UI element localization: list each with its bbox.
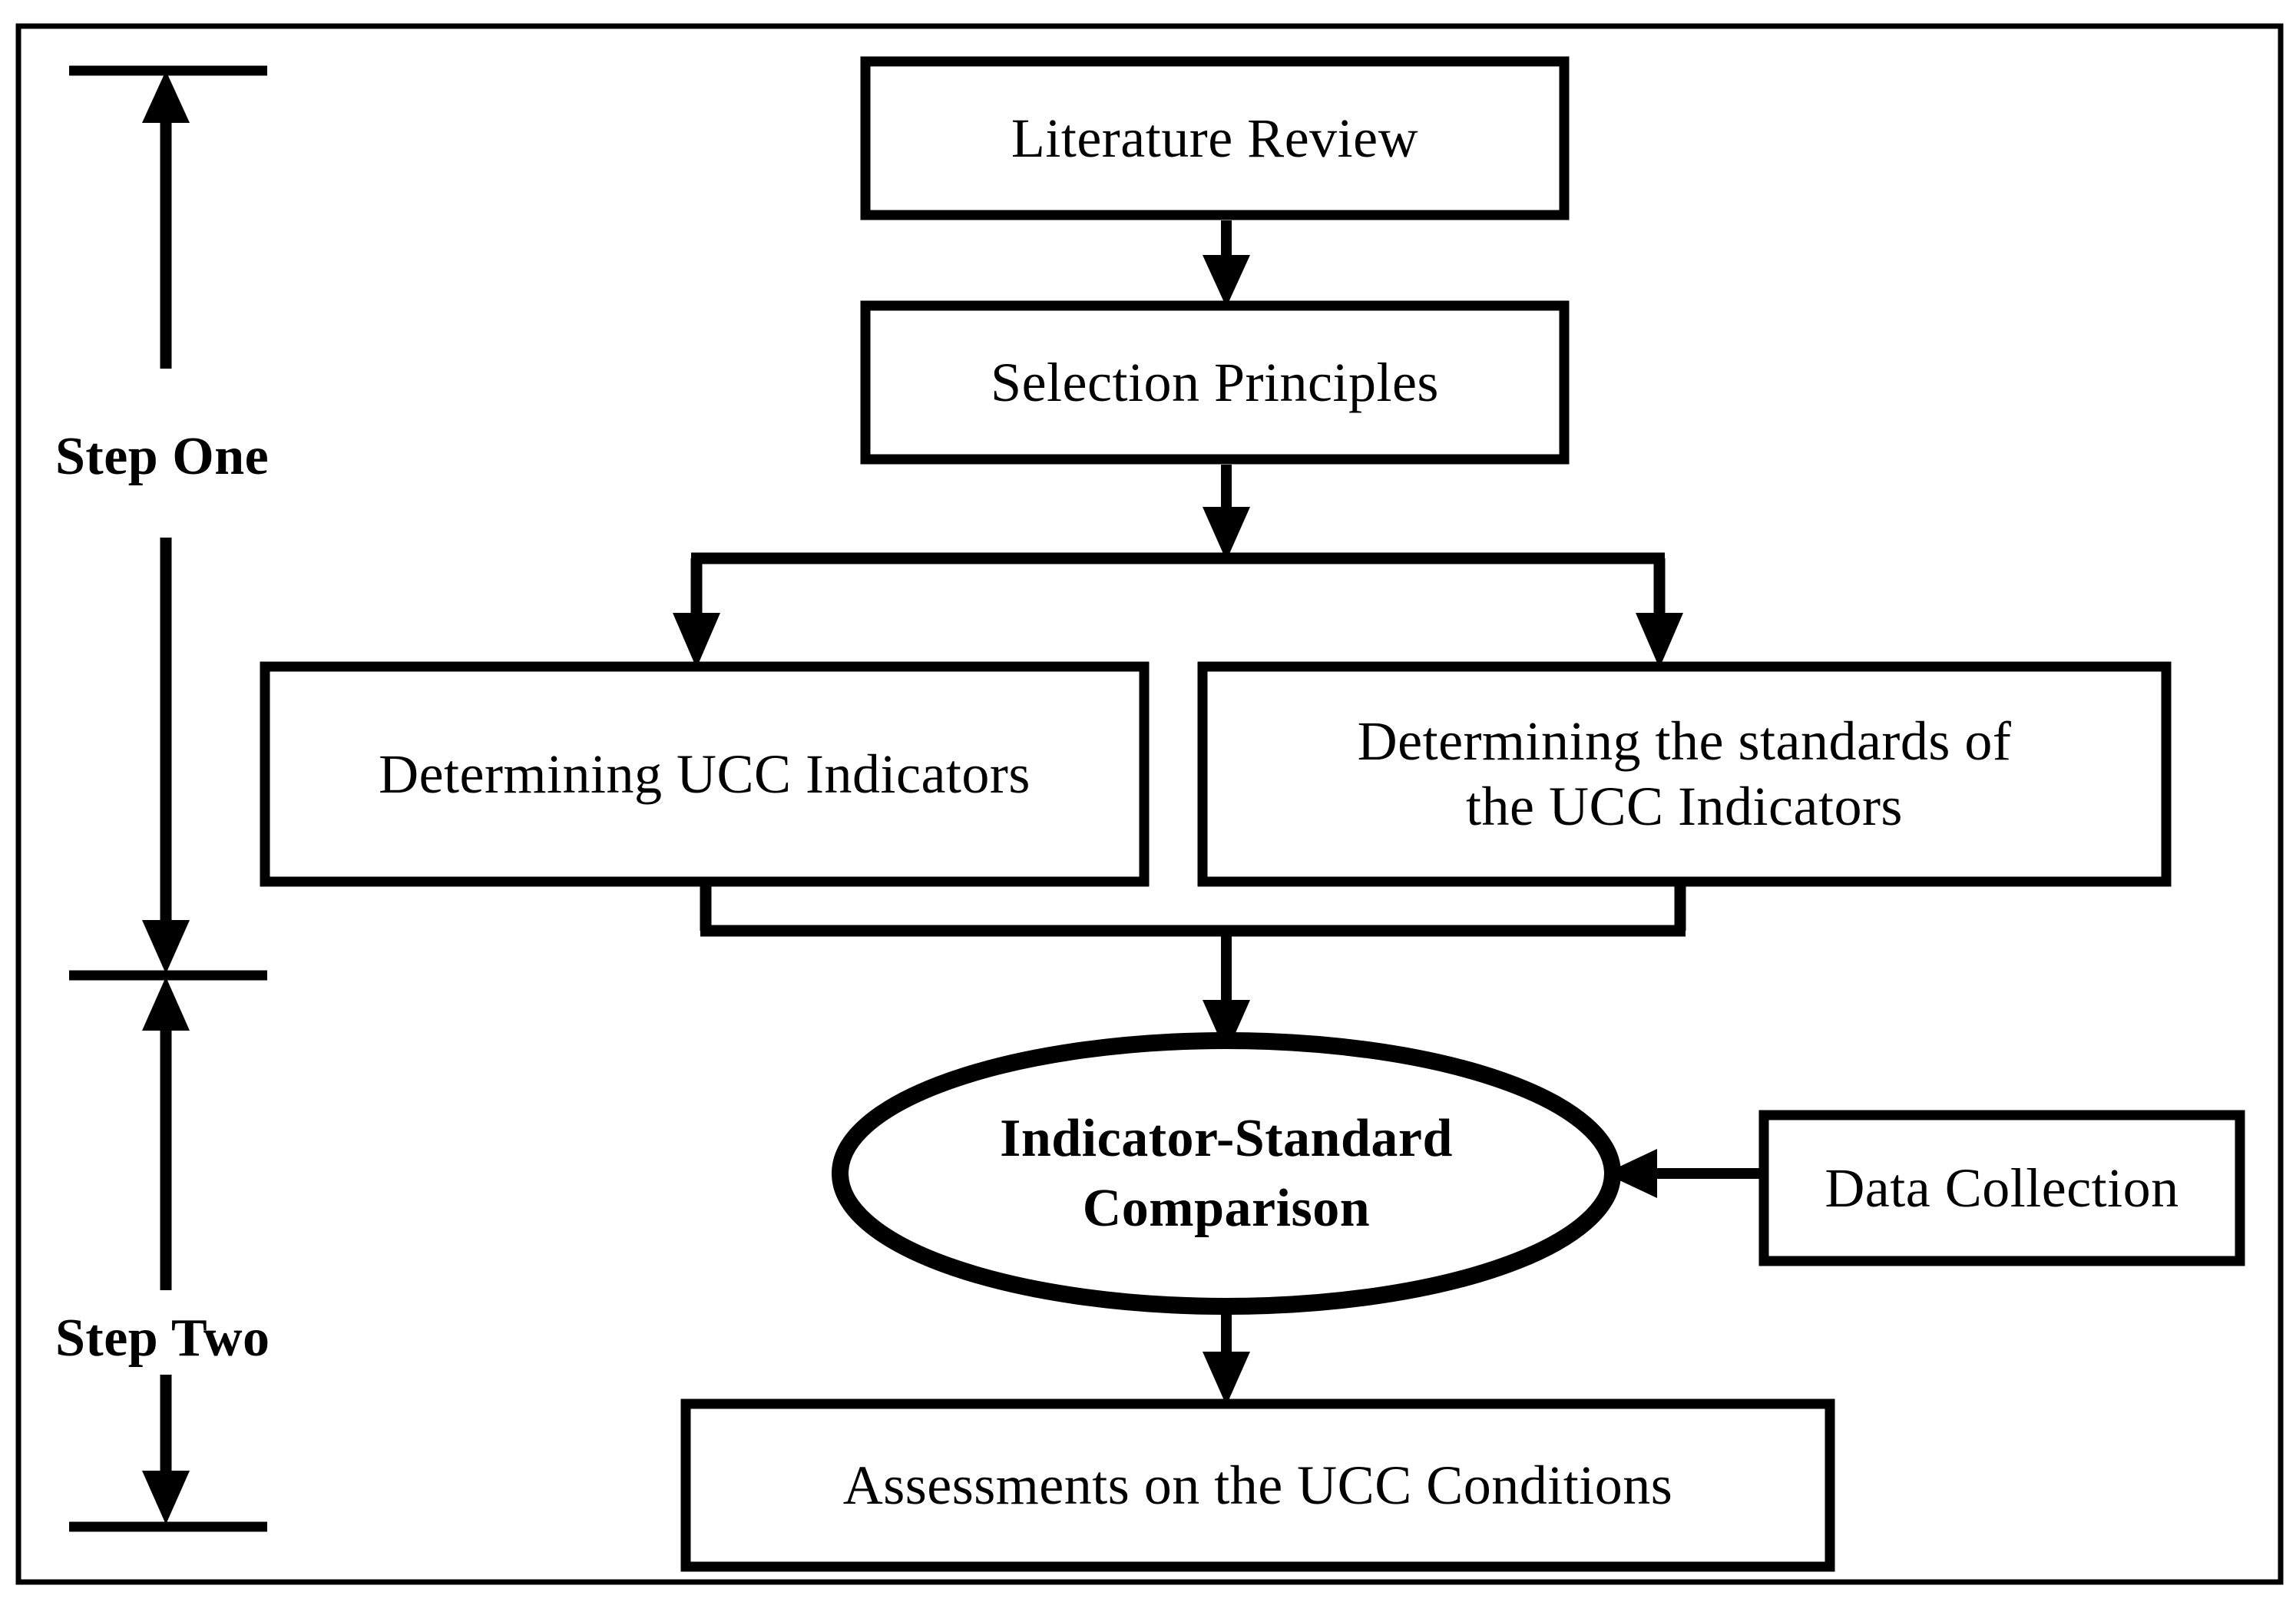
step-one-down-arrowhead xyxy=(142,920,190,974)
step-two-down-arrowhead xyxy=(142,1471,190,1524)
edge-merge-to-ellipse-arrowhead xyxy=(1203,1000,1250,1054)
edge-data-collection-arrowhead xyxy=(1605,1149,1657,1198)
node-selection-principles[interactable] xyxy=(860,300,1570,465)
edge-selection-split-arrowhead xyxy=(1203,507,1250,561)
edge-ellipse-to-assessments-arrowhead xyxy=(1203,1352,1250,1405)
step-one-up-arrowhead xyxy=(142,71,190,123)
edge-literature-to-selection-arrowhead xyxy=(1203,255,1250,307)
step-two-up-arrowhead xyxy=(142,977,190,1031)
node-assessments-ucc-conditions[interactable] xyxy=(680,1398,1835,1572)
split-left-arrowhead xyxy=(673,613,720,668)
node-data-collection[interactable] xyxy=(1758,1110,2245,1266)
node-literature-review[interactable] xyxy=(860,56,1570,220)
split-right-arrowhead xyxy=(1636,613,1683,668)
node-indicator-standard-comparison[interactable] xyxy=(832,1032,1621,1315)
node-determining-standards[interactable] xyxy=(1197,661,2172,887)
node-determining-ucc-indicators[interactable] xyxy=(260,661,1150,887)
